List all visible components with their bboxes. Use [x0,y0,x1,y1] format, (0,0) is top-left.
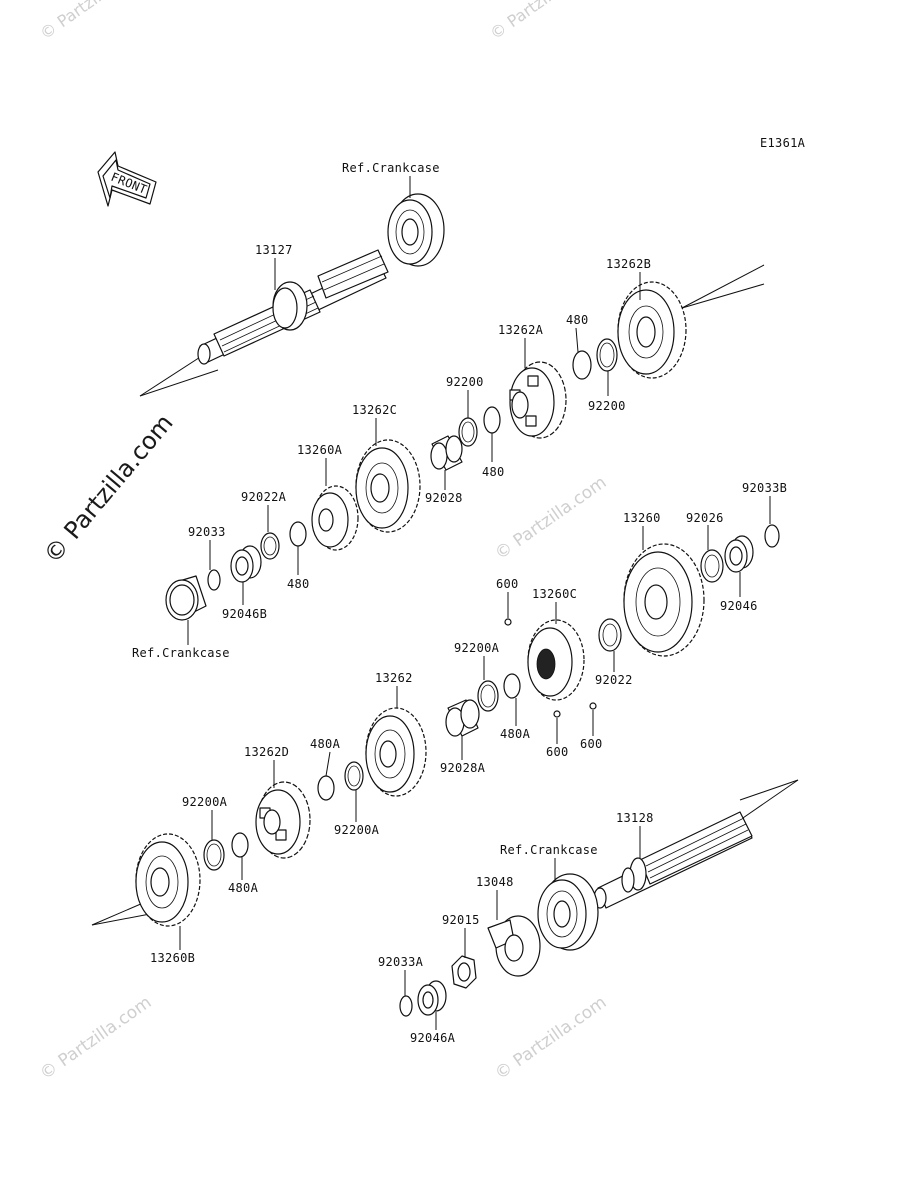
part-label: 13262A [498,323,544,337]
part-label: 13262C [352,403,397,417]
leader-lines [179,176,771,1030]
part-label: 480 [287,577,310,591]
nut-92015 [451,955,477,989]
part-label: 92046B [222,607,267,621]
part-label: Ref.Crankcase [500,843,598,857]
watermark: © Partzilla.com [491,992,610,1084]
part-label: 92015 [442,913,480,927]
part-label: 13262B [606,257,651,271]
part-label: 13262 [375,671,413,685]
output-shaft-13128 [593,811,753,909]
part-label: 92033B [742,481,787,495]
part-label: 13128 [616,811,654,825]
watermark: © Partzilla.com [491,472,610,564]
part-label: 92200 [446,375,484,389]
part-label: 600 [580,737,603,751]
part-label: 600 [496,577,519,591]
part-label: Ref.Crankcase [132,646,230,660]
part-label: 92200A [454,641,500,655]
part-label: 92046A [410,1031,456,1045]
part-label: 92033 [188,525,226,539]
circlip-92033B [764,524,780,548]
circlip-480A-mid [503,673,521,699]
part-label: 92028A [440,761,486,775]
needle-bearing-92046A [417,980,447,1016]
part-label: 13260B [150,951,195,965]
part-label: 92200 [588,399,626,413]
gear-13262C [355,439,421,533]
washer-92022 [598,618,622,652]
part-label: 92022 [595,673,633,687]
needle-bearing-92028A [445,699,480,737]
part-label: 13127 [255,243,293,257]
circlip-480A-left [231,832,249,858]
washer-92026 [700,549,724,583]
watermark: © Partzilla.com [36,0,148,43]
part-label: 13260A [297,443,343,457]
front-arrow-icon: FRONT [97,151,157,207]
part-13048 [487,915,541,977]
part-label: 92026 [686,511,724,525]
part-label: 480A [310,737,341,751]
part-label: 480 [566,313,589,327]
needle-bearing-92046B [230,545,262,583]
part-label: 92200A [182,795,228,809]
circlip-92033A [399,995,413,1017]
part-label: 600 [546,745,569,759]
watermark: © Partzilla.com [36,992,155,1084]
gear-13260A [311,485,359,551]
watermark: © Partzilla.com [691,212,810,304]
ball-600-mid [553,710,561,718]
watermark: © Partzilla.com [486,0,598,43]
part-label: 13260 [623,511,661,525]
part-label: 480A [500,727,531,741]
bearing-ref-crankcase-left [165,575,207,621]
circlip-92033 [207,569,221,591]
gear-13260B [135,833,201,927]
diagram-code: E1361A [760,136,806,150]
bearing-ref-crankcase-bottom [537,873,599,951]
gear-13262B [617,281,687,379]
circlip-480-mid [483,406,501,434]
part-label: 92046 [720,599,758,613]
watermark-large: © Partzilla.com [38,409,178,569]
gear-13262A [509,361,567,439]
gear-13260 [623,543,705,657]
gear-13260C [527,619,585,701]
needle-bearing-92046 [724,535,754,573]
part-label: Ref.Crankcase [342,161,440,175]
part-label: 92200A [334,823,380,837]
part-label: 92028 [425,491,463,505]
input-shaft-13127 [197,249,389,365]
part-label: 13262D [244,745,289,759]
circlip-480-top [572,350,592,380]
bearing-ref-crankcase-top [387,193,445,267]
circlip-480A-lower [317,775,335,801]
part-label: 13048 [476,875,514,889]
part-labels: E1361A Ref.Crankcase 13127 13262B 480 13… [132,136,806,1045]
gear-13262D [255,781,311,859]
ball-600-top [504,618,512,626]
part-label: 480 [482,465,505,479]
ball-600-right [589,702,597,710]
needle-bearing-92028 [430,435,463,471]
part-label: 480A [228,881,259,895]
gear-13262 [365,707,427,797]
circlip-480-left [289,521,307,547]
part-label: 13260C [532,587,577,601]
part-label: 92033A [378,955,424,969]
part-label: 92022A [241,490,287,504]
